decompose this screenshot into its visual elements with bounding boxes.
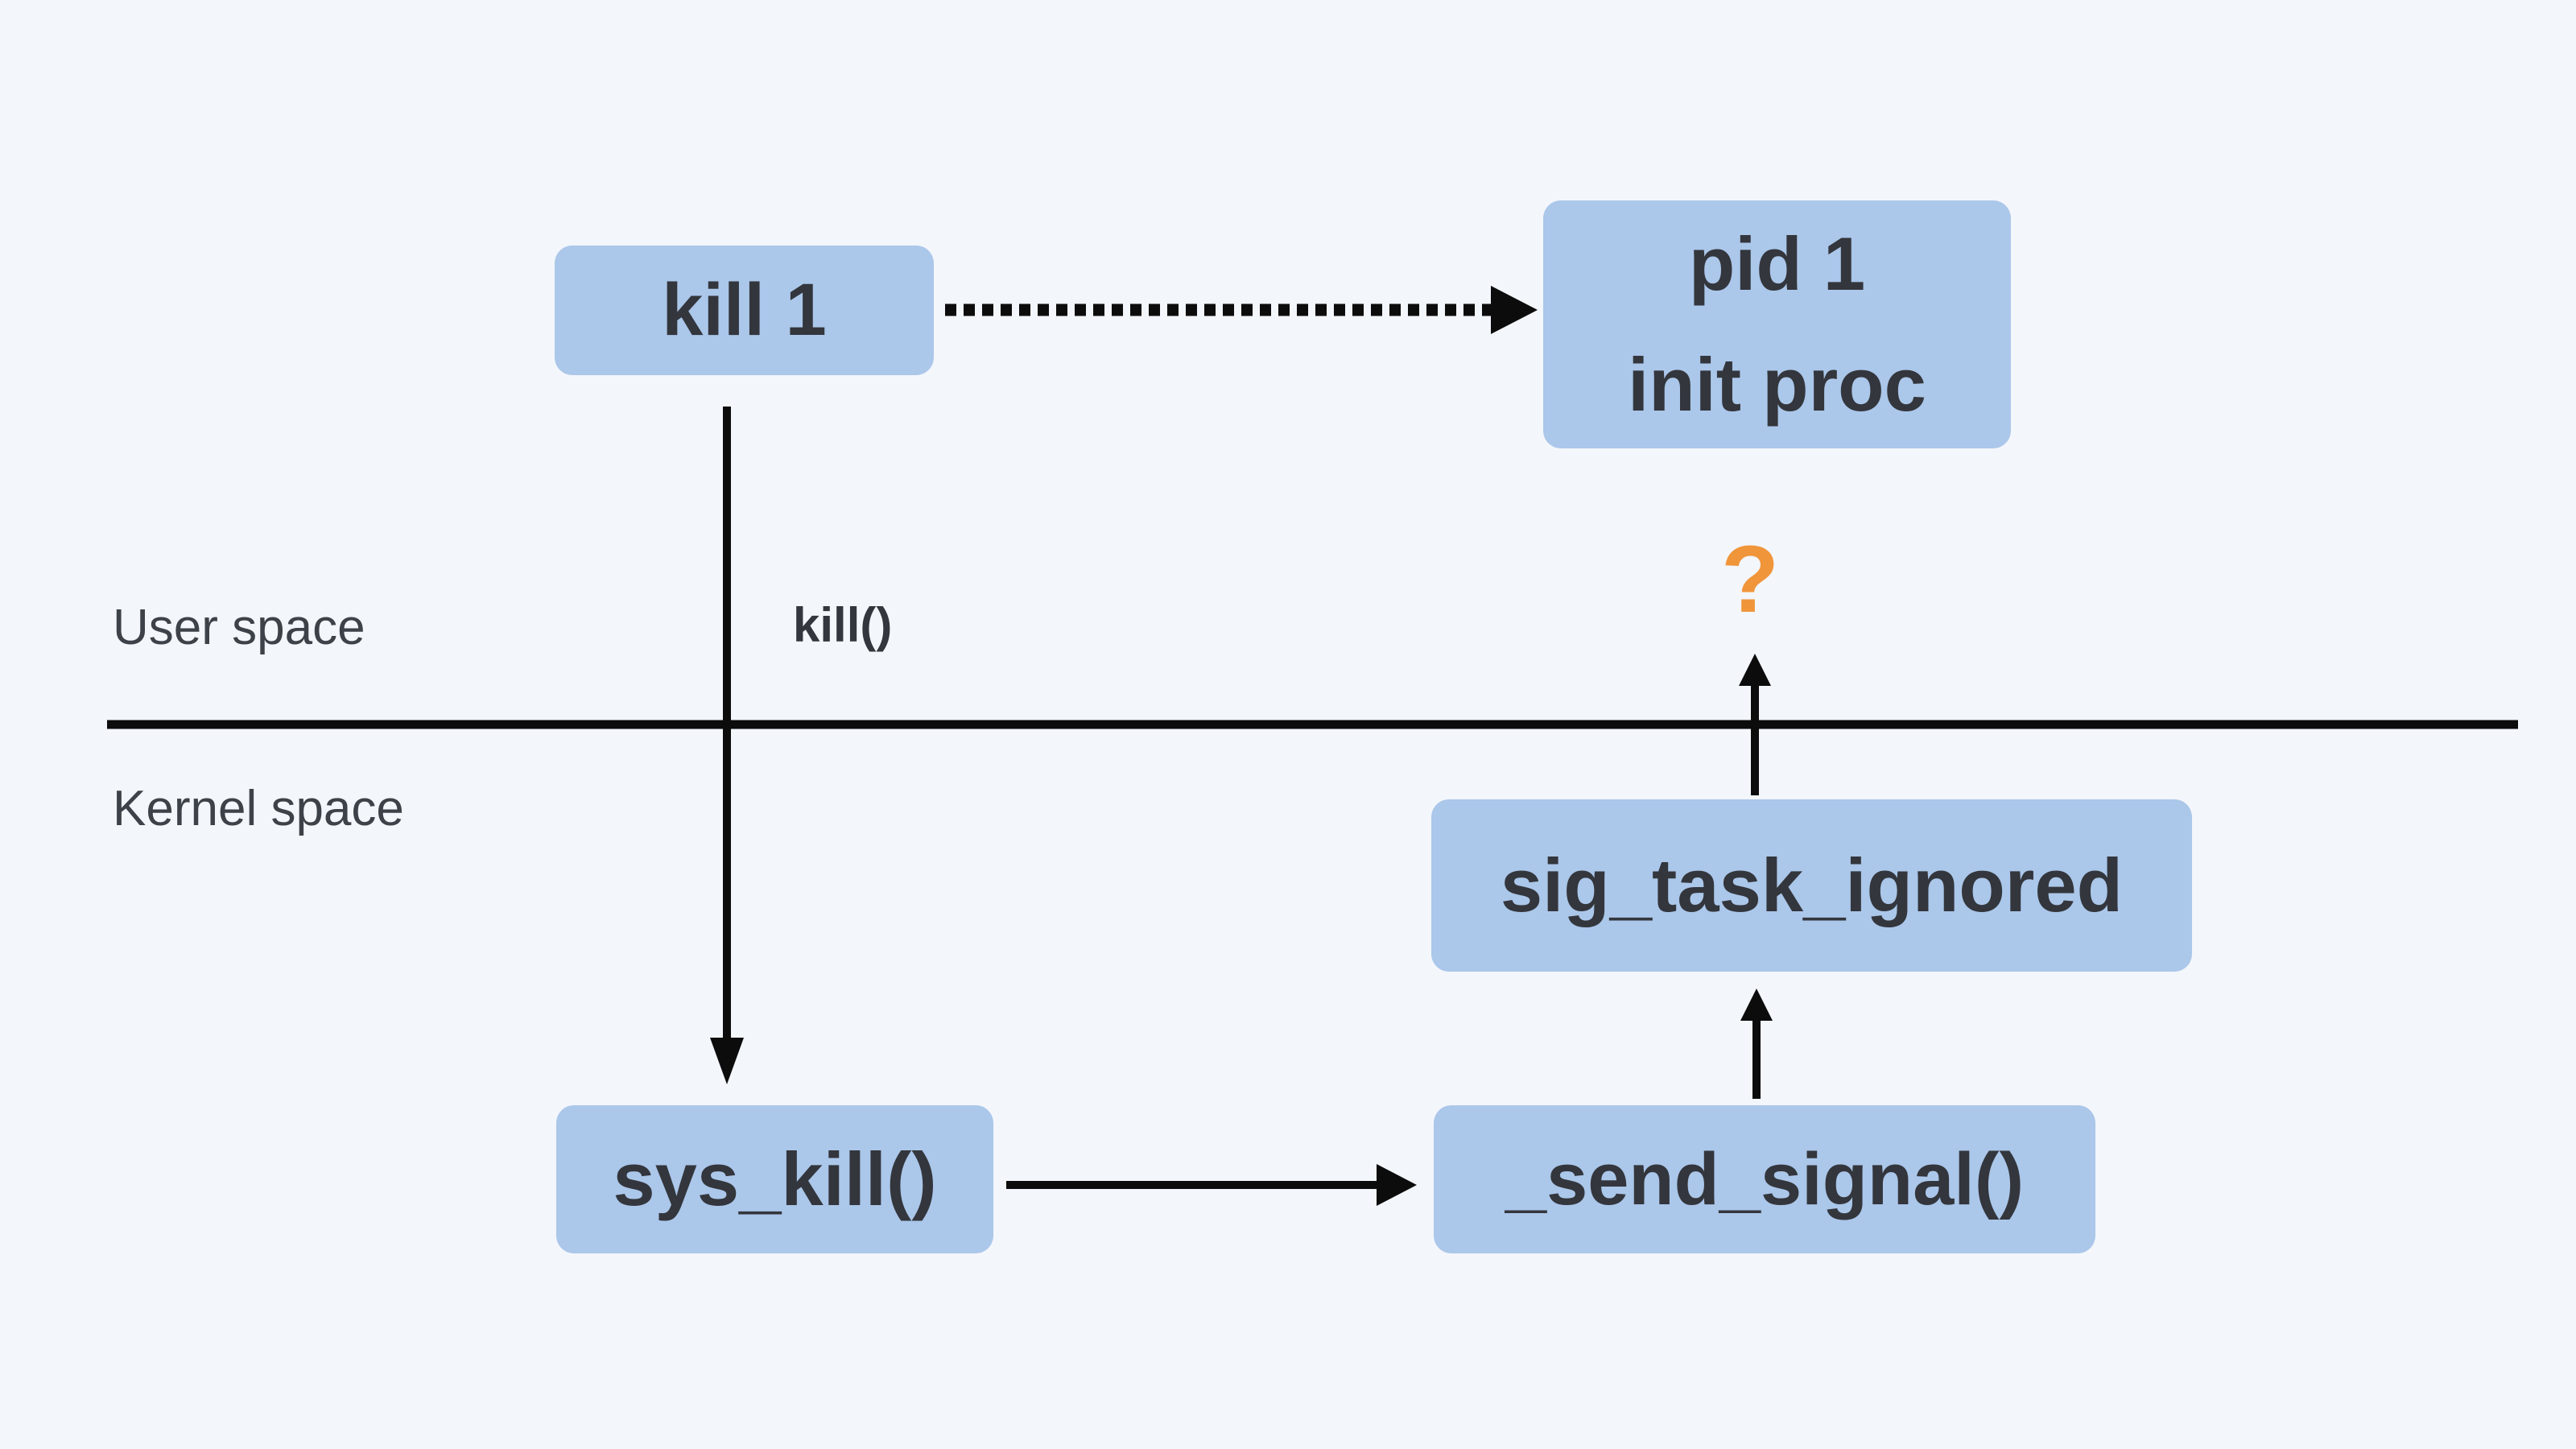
edge-kill1-to-syskill-arrowhead	[710, 1038, 744, 1084]
node-sys-kill: sys_kill()	[556, 1105, 993, 1253]
node-kill-1: kill 1	[555, 246, 934, 375]
node-pid-1-line1: pid 1	[1688, 221, 1866, 306]
node-sig-task-ignored: sig_task_ignored	[1431, 799, 2192, 972]
kill-syscall-label: kill()	[793, 598, 893, 652]
edge-kill1-to-pid1-arrowhead	[1491, 286, 1538, 334]
node-send-signal: _send_signal()	[1434, 1105, 2095, 1253]
user-space-label: User space	[113, 600, 365, 655]
question-mark: ?	[1720, 526, 1780, 633]
node-pid-1-init-proc: pid 1 init proc	[1543, 200, 2011, 448]
node-pid-1-line2: init proc	[1628, 342, 1926, 427]
edge-syskill-to-sendsignal-arrowhead	[1377, 1164, 1417, 1206]
kernel-space-label: Kernel space	[113, 781, 404, 836]
edge-sig-to-question-arrowhead	[1739, 654, 1771, 686]
edge-sendsignal-to-sig-arrowhead	[1740, 989, 1773, 1021]
